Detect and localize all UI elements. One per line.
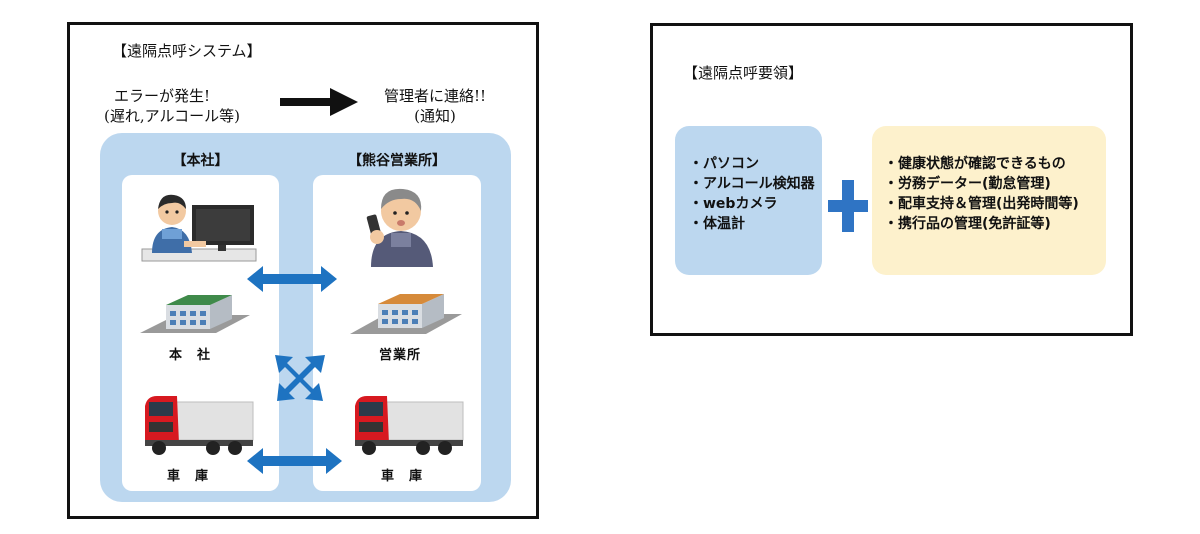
equipment-item-pc: ・パソコン [689, 156, 759, 172]
head-office-header: 【本社】 [172, 153, 229, 169]
cross-link-arrows [275, 355, 325, 401]
requirements-box: ・健康状態が確認できるもの ・労務データー(勤怠管理) ・配車支持＆管理(出発時… [872, 126, 1106, 275]
pc-operator-icon [141, 194, 257, 262]
error-line-2: (遅れ,アルコール等) [104, 107, 241, 125]
truck-icon-right [355, 396, 464, 455]
notify-line-2: (通知) [414, 107, 456, 125]
garage-label-left: 車 庫 [166, 469, 209, 484]
requirements-list: ・健康状態が確認できるもの ・労務データー(勤怠管理) ・配車支持＆管理(出発時… [884, 154, 1106, 234]
error-line-1: エラーが発生! [114, 87, 211, 105]
requirement-item-labor-data: ・労務データー(勤怠管理) [884, 176, 1051, 192]
equipment-item-thermometer: ・体温計 [689, 216, 745, 232]
head-office-building-icon [140, 295, 250, 333]
system-panel-title: 【遠隔点呼システム】 [112, 42, 262, 60]
head-office-building-label: 本 社 [168, 348, 211, 363]
requirement-item-carry-items: ・携行品の管理(免許証等) [884, 216, 1051, 232]
garage-label-right: 車 庫 [380, 469, 423, 484]
phone-worker-icon [366, 188, 433, 267]
office-link-arrow [247, 266, 337, 292]
plus-icon [828, 180, 868, 232]
notify-admin-text: 管理者に連絡!! (通知) [375, 86, 495, 126]
equipment-item-webcam: ・webカメラ [689, 196, 778, 212]
requirement-item-dispatch: ・配車支持＆管理(出発時間等) [884, 196, 1079, 212]
notify-line-1: 管理者に連絡!! [383, 87, 487, 105]
branch-header: 【熊谷営業所】 [348, 153, 446, 169]
equipment-item-alcohol-detector: ・アルコール検知器 [689, 176, 815, 192]
equipment-box: ・パソコン ・アルコール検知器 ・webカメラ ・体温計 [675, 126, 822, 275]
branch-building-label: 営業所 [378, 348, 421, 363]
branch-office-building-icon [350, 294, 462, 334]
requirement-item-health: ・健康状態が確認できるもの [884, 156, 1066, 172]
error-occurred-text: エラーが発生! (遅れ,アルコール等) [104, 86, 240, 126]
garage-link-arrow [247, 448, 342, 474]
equipment-list: ・パソコン ・アルコール検知器 ・webカメラ ・体温計 [689, 154, 822, 234]
notify-arrow [280, 88, 358, 116]
truck-icon-left [145, 396, 254, 455]
procedure-panel-title: 【遠隔点呼要領】 [683, 64, 804, 82]
